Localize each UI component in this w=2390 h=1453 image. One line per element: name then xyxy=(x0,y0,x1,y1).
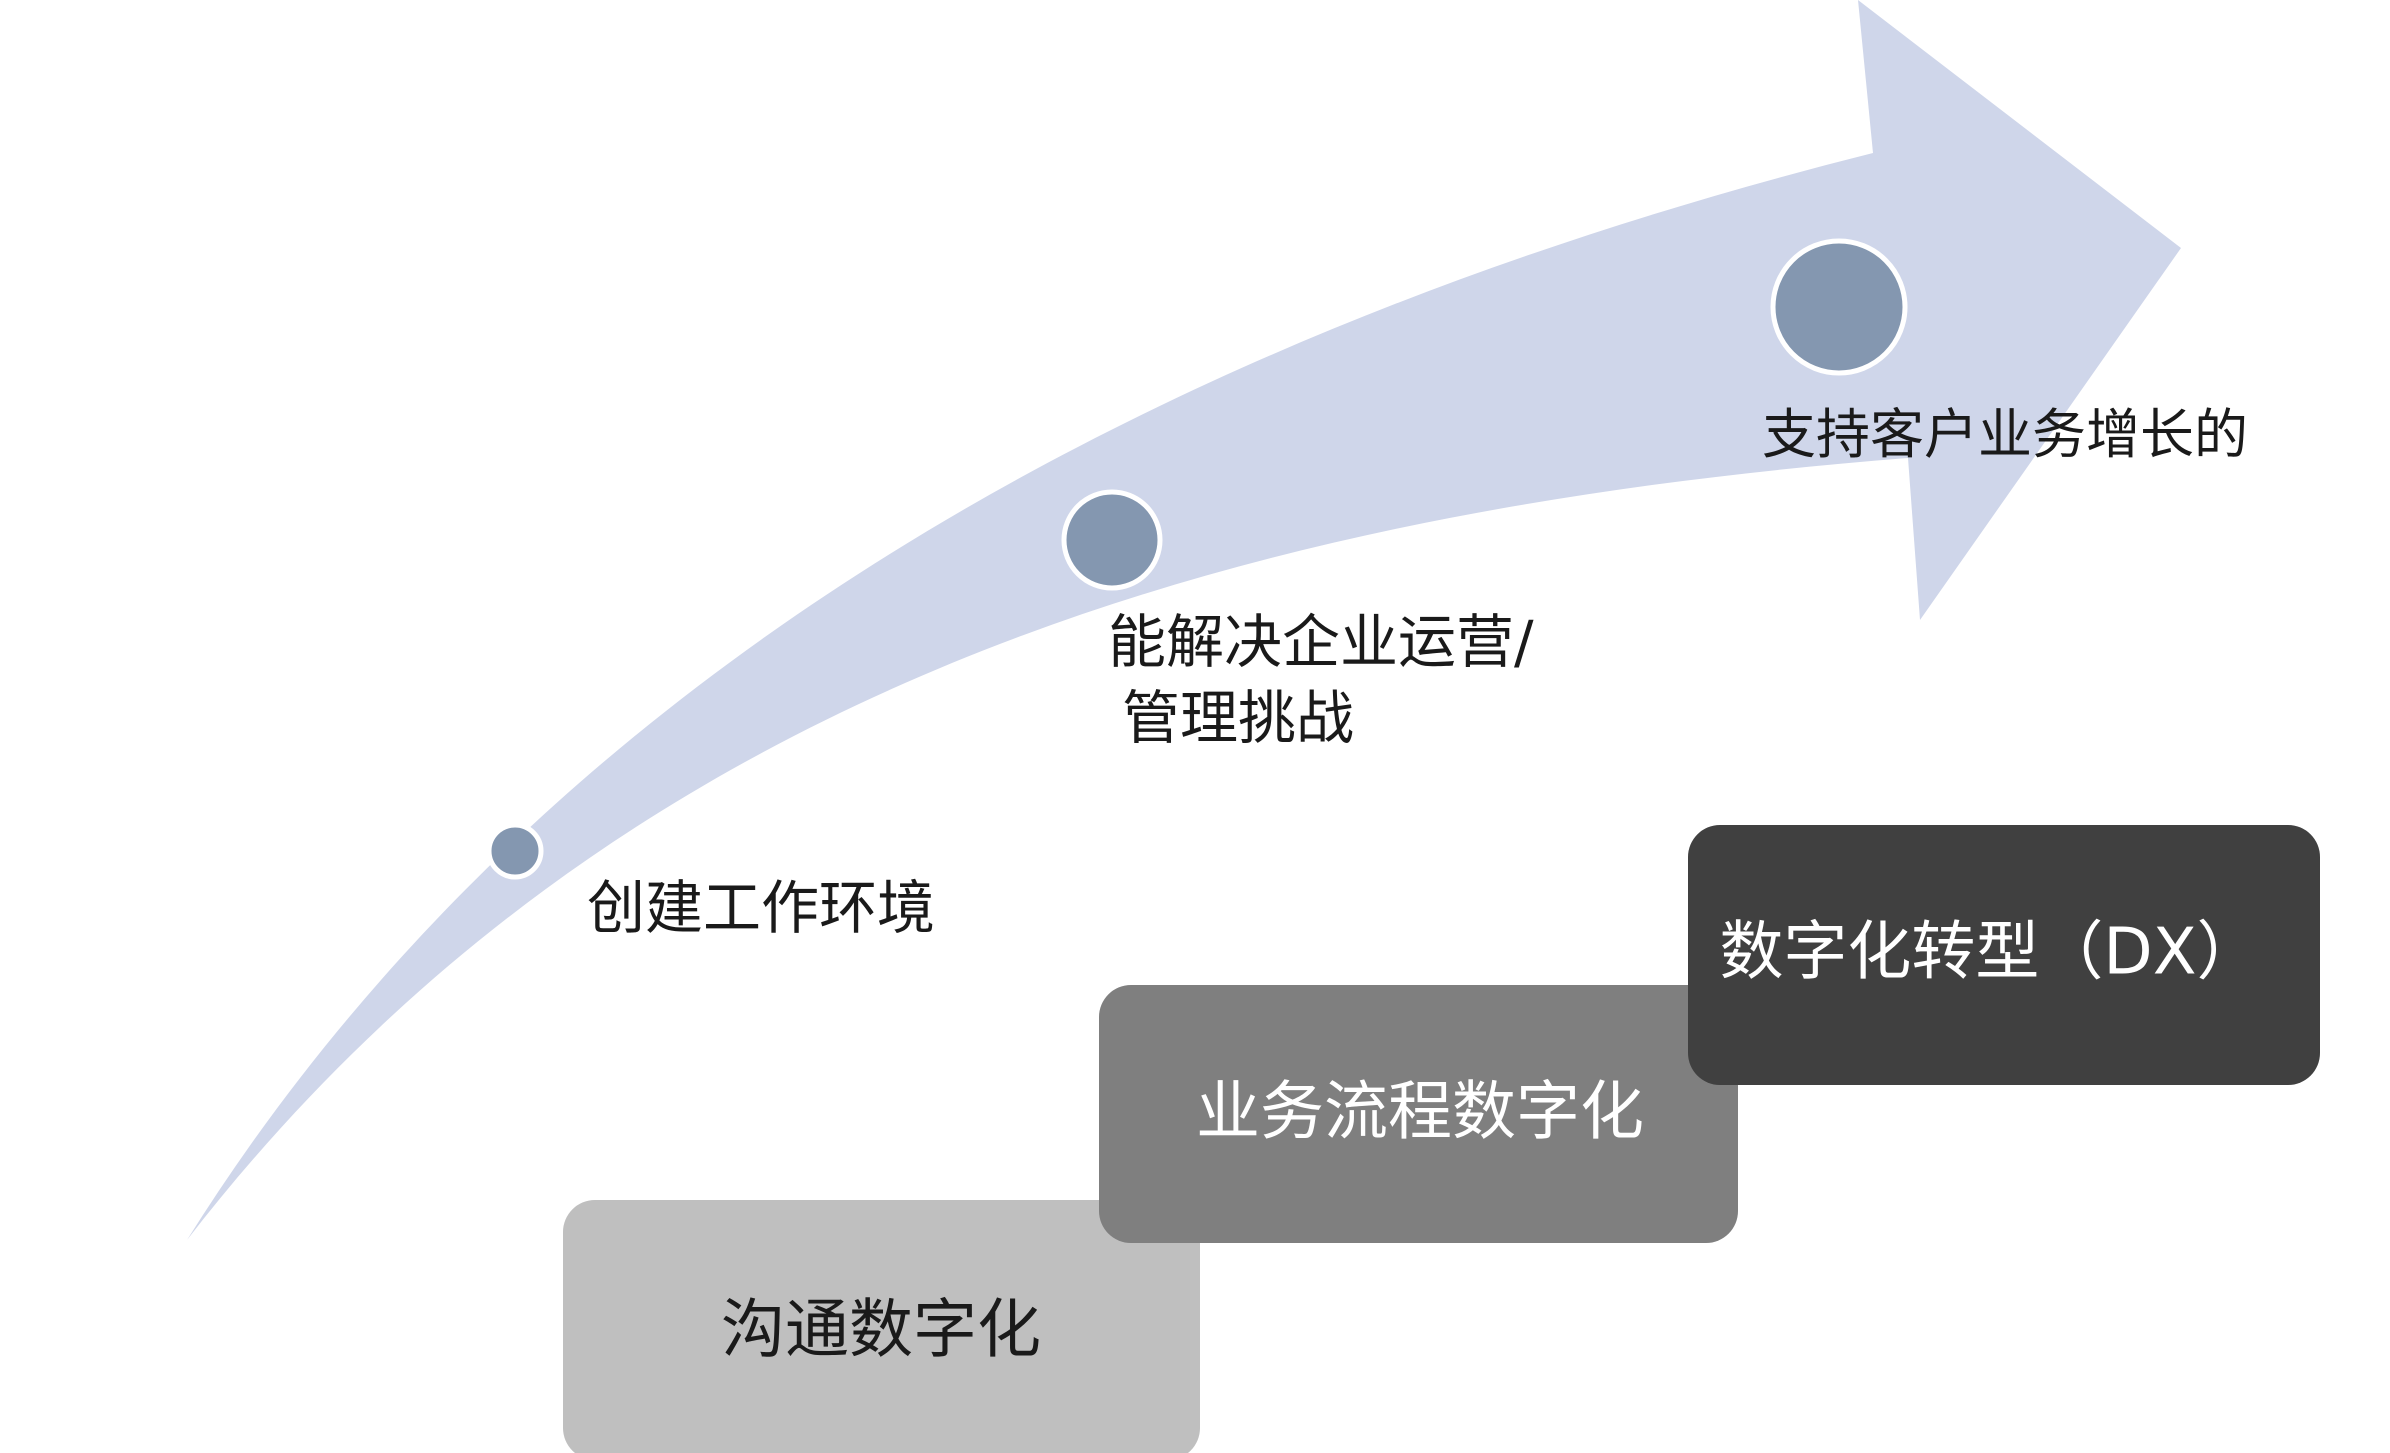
milestone-label-1: 创建工作环境 xyxy=(587,874,935,942)
milestone-label-2-line-2: 管理挑战 xyxy=(1122,684,1354,752)
milestone-label-1-line-1: 创建工作环境 xyxy=(587,874,935,942)
milestone-marker-2 xyxy=(1061,489,1163,591)
step-business-process: 业务流程数字化 xyxy=(1099,985,1738,1243)
milestone-label-2: 能解决企业运营/ 管理挑战 xyxy=(1108,608,1552,752)
milestone-label-2-line-1: 能解决企业运营/ xyxy=(1108,608,1534,676)
step-label-1: 沟通数字化 xyxy=(721,1294,1041,1368)
step-communication: 沟通数字化 xyxy=(563,1200,1200,1453)
step-box-3 xyxy=(1688,825,2320,1085)
milestone-marker-1 xyxy=(486,822,544,880)
step-label-3: 数字化转型（DX） xyxy=(1719,916,2260,990)
step-digital-transformation: 数字化转型（DX） xyxy=(1688,825,2320,1085)
milestone-label-3-line-1: 支持客户业务增长的 xyxy=(1762,403,2248,466)
growth-arrow xyxy=(187,0,2181,1240)
milestone-label-3: 支持客户业务增长的 xyxy=(1762,403,2248,466)
step-box-1 xyxy=(563,1200,1200,1453)
milestone-marker-3 xyxy=(1770,238,1908,376)
step-label-2: 业务流程数字化 xyxy=(1196,1076,1644,1150)
step-box-2 xyxy=(1099,985,1738,1243)
